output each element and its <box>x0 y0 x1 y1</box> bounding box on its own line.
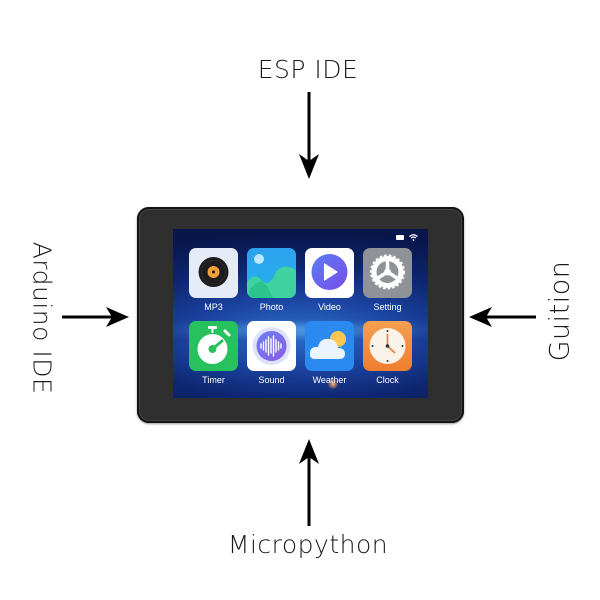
app-label: Video <box>318 302 341 312</box>
gear-icon <box>363 248 412 298</box>
wifi-icon <box>409 234 418 241</box>
landscape-photo-icon <box>247 248 296 298</box>
display-device: MP3 Photo Video <box>137 207 464 423</box>
battery-icon <box>396 235 404 240</box>
app-sound[interactable]: Sound <box>247 321 297 385</box>
arrow-down-icon <box>299 92 319 179</box>
sound-wave-icon <box>247 321 296 371</box>
arrow-left-icon <box>469 307 536 327</box>
app-label: MP3 <box>204 302 223 312</box>
vinyl-record-icon <box>189 248 238 298</box>
app-label: Photo <box>259 302 284 312</box>
status-bar <box>396 234 418 241</box>
app-timer[interactable]: Timer <box>189 321 239 385</box>
label-esp-ide: ESP IDE <box>257 55 359 84</box>
app-video[interactable]: Video <box>305 248 355 312</box>
clock-icon <box>363 321 412 371</box>
arrow-up-icon <box>299 439 319 526</box>
app-setting[interactable]: Setting <box>363 248 413 312</box>
app-label: Weather <box>312 375 347 385</box>
label-guition: Guition <box>544 260 576 362</box>
app-label: Setting <box>373 302 402 312</box>
label-arduino-ide: Arduino IDE <box>27 241 57 395</box>
touch-screen[interactable]: MP3 Photo Video <box>173 229 428 398</box>
play-icon <box>305 248 354 298</box>
cloud-sun-icon <box>305 321 354 371</box>
app-label: Clock <box>376 375 399 385</box>
label-micropython: Micropython <box>227 530 389 559</box>
background-orb <box>328 379 338 389</box>
stopwatch-icon <box>189 321 238 371</box>
app-mp3[interactable]: MP3 <box>189 248 239 312</box>
app-weather[interactable]: Weather <box>305 321 355 385</box>
app-clock[interactable]: Clock <box>363 321 413 385</box>
app-label: Sound <box>258 375 285 385</box>
app-photo[interactable]: Photo <box>247 248 297 312</box>
arrow-right-icon <box>62 307 129 327</box>
app-label: Timer <box>202 375 225 385</box>
